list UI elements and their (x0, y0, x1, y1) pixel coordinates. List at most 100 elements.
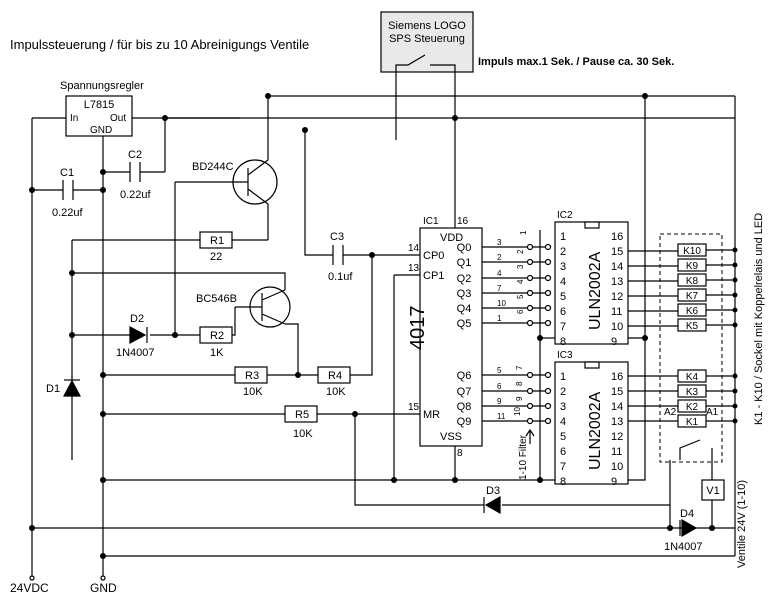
r2-label: R2 (210, 330, 224, 342)
ic2-ref: IC2 (557, 210, 573, 221)
r5-value: 10K (293, 428, 313, 440)
ic1-output-pin: 5 (497, 366, 502, 375)
ic1-output-label: Q5 (457, 318, 472, 330)
d1-label: D1 (46, 383, 60, 395)
uln-left-pin: 4 (560, 276, 566, 288)
uln-left-pin: 1 (560, 371, 566, 383)
page-title: Impulssteuerung / für bis zu 10 Abreinig… (10, 37, 309, 52)
uln-right-pin: 13 (611, 416, 623, 428)
side-label-valves: Ventile 24V (1-10) (736, 480, 748, 568)
ic1-cp1: CP1 (423, 270, 444, 282)
relay-junction (732, 322, 738, 328)
ic3-ref: IC3 (557, 350, 573, 361)
side-label-relays: K1 - K10 / Sockel mit Koppelrelais und L… (753, 213, 765, 425)
relay-label: K10 (683, 246, 701, 257)
uln-right-pin: 10 (611, 461, 623, 473)
plc-note: Impuls max.1 Sek. / Pause ca. 30 Sek. (478, 56, 674, 68)
jumper-pin (526, 274, 534, 282)
jumper-pin (526, 319, 534, 327)
valve-v1: V1 (701, 479, 725, 501)
ic1-output-pin: 7 (497, 284, 502, 293)
d3-label: D3 (486, 485, 500, 497)
uln-right-pin: 14 (611, 401, 623, 413)
jumper-pin (544, 274, 552, 282)
ic1-output-label: Q8 (457, 401, 472, 413)
jumper-number: 3 (516, 264, 525, 269)
wiring (31, 72, 736, 578)
ic1-output-pin: 2 (497, 253, 502, 262)
regulator-pin-gnd: GND (90, 125, 112, 136)
ic1-pin-cp1-num: 13 (408, 263, 420, 274)
ic1-cp0: CP0 (423, 250, 444, 262)
r5-label: R5 (295, 409, 309, 421)
r4-label: R4 (328, 370, 342, 382)
jumper-number: 10 (513, 407, 522, 416)
uln-right-pin: 11 (611, 446, 622, 458)
c2-value: 0.22uf (120, 189, 152, 201)
uln-left-pin: 4 (560, 416, 566, 428)
relay-junction (732, 388, 738, 394)
supply-gnd: GND (90, 581, 117, 595)
uln-left-pin: 2 (560, 386, 566, 398)
uln-left-pin: 8 (560, 336, 566, 348)
uln-right-pin: 13 (611, 276, 623, 288)
ic1-pin-cp0-num: 14 (408, 243, 420, 254)
uln-left-pin: 2 (560, 246, 566, 258)
uln-right-pin: 16 (611, 231, 623, 243)
jumper-number: 2 (516, 249, 525, 254)
relay-junction (732, 262, 738, 268)
uln-right-pin: 9 (611, 476, 617, 488)
ic1-name: 4017 (407, 306, 429, 351)
relay-junction (732, 247, 738, 253)
ic3-name: ULN2002A (587, 391, 604, 470)
uln-left-pin: 6 (560, 446, 566, 458)
ic1-vss: VSS (440, 431, 462, 443)
jumper-pin (544, 289, 552, 297)
jumper-pin (544, 402, 552, 410)
relay-junction (732, 292, 738, 298)
plc-line1: Siemens LOGO (388, 20, 466, 32)
jumper-pin (526, 371, 534, 379)
regulator-pin-in: In (70, 113, 78, 124)
ic1-output-label: Q4 (457, 303, 472, 315)
jumper-number: 7 (515, 365, 524, 370)
v1-label: V1 (706, 485, 719, 497)
relay-label: K2 (686, 402, 699, 413)
ic1-output-label: Q6 (457, 370, 472, 382)
jumper-pin (544, 304, 552, 312)
d2-value: 1N4007 (116, 347, 155, 359)
ic1-pin-vdd-num: 16 (457, 216, 469, 227)
ic1-output-label: Q9 (457, 416, 472, 428)
r3-value: 10K (243, 386, 263, 398)
jumper-pin (544, 243, 552, 251)
relay-label: K7 (686, 291, 699, 302)
uln-right-pin: 15 (611, 246, 623, 258)
ic1-ref: IC1 (423, 216, 439, 227)
ic1-vdd: VDD (440, 232, 463, 244)
jumper-pin (544, 258, 552, 266)
relay-label: K4 (686, 372, 699, 383)
jumper-pin (544, 387, 552, 395)
r1-label: R1 (210, 235, 224, 247)
jumper-pin (526, 387, 534, 395)
ic1-output-label: Q2 (457, 273, 472, 285)
uln-right-pin: 10 (611, 321, 623, 333)
ic1-pin-vss-num: 8 (457, 448, 463, 459)
d4-value: 1N4007 (664, 541, 703, 553)
relay-label: K5 (686, 321, 699, 332)
jumper-pin (544, 371, 552, 379)
relay-label: K8 (686, 276, 699, 287)
c3-value: 0.1uf (328, 271, 353, 283)
relay-label: K9 (686, 261, 699, 272)
relay-box (659, 233, 723, 463)
uln-right-pin: 11 (611, 306, 622, 318)
ic1-output-pin: 11 (497, 412, 506, 421)
r1-value: 22 (210, 251, 222, 263)
uln-left-pin: 5 (560, 431, 566, 443)
jumper-number: 4 (516, 279, 525, 284)
